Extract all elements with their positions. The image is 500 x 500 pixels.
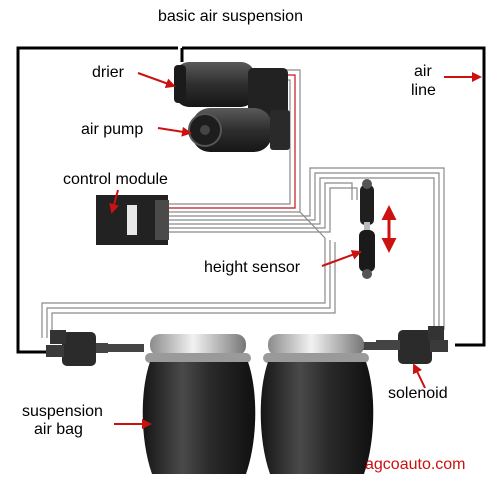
height-sensor-upper: [360, 185, 374, 225]
solenoid-right-connector: [428, 326, 444, 340]
air-bag-left-top-plate: [150, 334, 246, 356]
drier-canister: [175, 62, 255, 107]
label-solenoid: solenoid: [388, 384, 448, 403]
solenoid-left: [46, 330, 108, 366]
solenoid-right-fitting: [430, 340, 448, 352]
arrow-drier: [138, 73, 174, 86]
credit-text: agcoauto.com: [365, 456, 466, 474]
label-drier: drier: [92, 63, 124, 82]
label-control-module: control module: [63, 170, 168, 189]
pump-bracket: [270, 110, 290, 150]
arrow-height-sensor: [322, 252, 360, 266]
label-air-line-2: line: [411, 81, 436, 100]
solenoid-right: [376, 326, 448, 364]
control-module-sticker: [127, 205, 137, 235]
height-sensor-eye-top: [362, 179, 372, 189]
air-bag-left: [143, 334, 256, 474]
arrow-air-pump: [158, 128, 190, 133]
pump-endcap-center: [200, 125, 210, 135]
height-sensor-lower: [359, 230, 375, 272]
label-air-line-1: air: [414, 62, 432, 81]
label-air-pump: air pump: [81, 120, 143, 139]
air-bag-right-rim: [263, 353, 369, 363]
solenoid-right-body: [398, 330, 432, 364]
control-module-connector: [155, 200, 169, 240]
drier-pump-assembly: [174, 62, 290, 152]
height-sensor: [359, 179, 375, 279]
air-bag-right-rubber: [261, 362, 374, 474]
air-bag-right-top-plate: [268, 334, 364, 356]
fitting-left: [104, 344, 144, 352]
solenoid-left-connector: [50, 330, 66, 344]
air-bag-right: [261, 334, 374, 474]
solenoid-left-body: [62, 332, 96, 366]
air-bag-left-rubber: [143, 362, 256, 474]
height-sensor-eye-bottom: [362, 269, 372, 279]
drier-cap: [174, 65, 186, 103]
solenoid-left-fitting: [46, 345, 64, 357]
control-module: [96, 195, 169, 245]
solenoid-right-port: [376, 340, 400, 350]
diagram-title: basic air suspension: [158, 7, 303, 26]
label-air-bag-1: suspension: [22, 402, 103, 421]
label-height-sensor: height sensor: [204, 258, 300, 277]
air-bag-left-rim: [145, 353, 251, 363]
label-air-bag-2: air bag: [34, 420, 83, 439]
